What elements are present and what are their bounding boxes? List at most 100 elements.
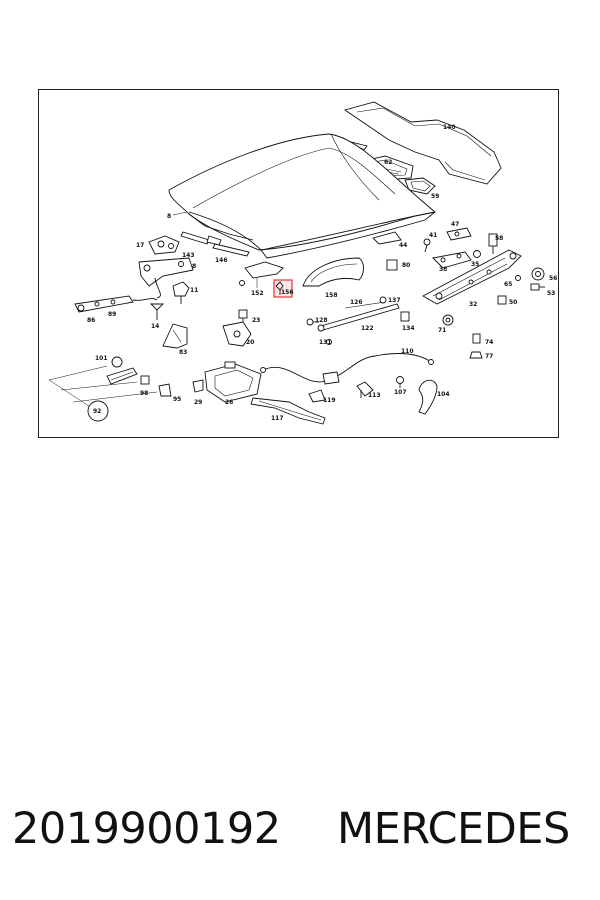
callout-143: 143 (182, 252, 195, 259)
exploded-view-drawing: 140 59 62 59 8 (48, 101, 557, 425)
callout-50: 50 (509, 299, 517, 306)
tray-part-26 (204, 361, 262, 403)
clip-part-156-highlighted (273, 279, 293, 298)
assembly-circle-92 (87, 400, 109, 422)
callout-158: 158 (325, 292, 338, 299)
callout-58: 58 (495, 235, 503, 242)
callout-14: 14 (151, 323, 159, 330)
callout-131: 131 (319, 339, 332, 346)
callout-89: 89 (108, 311, 116, 318)
nut-part-134 (400, 311, 410, 322)
callout-156: 156 (281, 289, 294, 296)
bracket-part-83 (162, 323, 188, 349)
bushing-part-98 (140, 375, 150, 385)
bolt-part-11 (172, 281, 190, 304)
release-handle-part-104 (418, 379, 438, 415)
callout-86: 86 (87, 317, 95, 324)
rod-part-126 (344, 301, 386, 309)
support-part-152 (244, 261, 284, 288)
callout-74: 74 (485, 339, 493, 346)
part-caption: 2019900192 MERCEDES (0, 796, 600, 866)
callout-128: 128 (315, 317, 328, 324)
callout-77: 77 (485, 353, 493, 360)
callout-26: 26 (225, 399, 233, 406)
callout-53: 53 (547, 290, 555, 297)
clip-part-74 (472, 333, 481, 344)
nut-part-35 (473, 250, 481, 258)
washer-near-152 (239, 280, 245, 286)
callout-35: 35 (471, 261, 479, 268)
lever-part-44 (372, 231, 402, 245)
callout-23: 23 (252, 317, 260, 324)
screw-part-53 (530, 283, 545, 291)
callout-107: 107 (394, 389, 407, 396)
bracket-part-47 (446, 227, 472, 241)
callout-146: 146 (215, 257, 228, 264)
callout-119: 119 (323, 397, 336, 404)
bolt-part-128 (306, 318, 319, 326)
hood-hinge-part-8 (138, 257, 194, 299)
callout-17: 17 (136, 242, 144, 249)
bracket-part-38 (432, 251, 472, 269)
callout-32: 32 (469, 301, 477, 308)
cable-guide-part-117 (250, 397, 326, 425)
callout-8-hood: 8 (167, 213, 171, 220)
callout-101: 101 (95, 355, 108, 362)
grommet-part-119 (308, 389, 326, 403)
bolt-part-131 (326, 339, 332, 345)
clip-part-29 (192, 379, 204, 393)
release-cable-part-86 (74, 295, 158, 313)
callout-152: 152 (251, 290, 264, 297)
clip-part-41 (423, 238, 431, 253)
callout-92: 92 (93, 408, 101, 415)
seal-strip-part-143 (180, 231, 222, 246)
callout-137: 137 (388, 297, 401, 304)
callout-56: 56 (549, 275, 557, 282)
spacer-part-50 (497, 295, 507, 305)
cap-part-95 (158, 383, 172, 397)
callout-47: 47 (451, 221, 459, 228)
brand-name: MERCEDES (337, 804, 570, 854)
bolt-part-58 (488, 233, 498, 254)
callout-122: 122 (361, 325, 374, 332)
grommet-part-71 (442, 314, 454, 326)
vent-grille-part-59-right (404, 177, 436, 195)
parts-diagram: 140 59 62 59 8 (38, 89, 559, 438)
callout-65: 65 (504, 281, 512, 288)
callout-110: 110 (401, 348, 414, 355)
callout-11: 11 (190, 287, 198, 294)
insulation-part-158 (302, 257, 364, 287)
clip-part-113 (356, 381, 374, 398)
callout-29: 29 (194, 399, 202, 406)
callout-20: 20 (246, 339, 254, 346)
callout-117: 117 (271, 415, 284, 422)
callout-83: 83 (179, 349, 187, 356)
screw-part-14 (149, 303, 165, 320)
ring-part-65 (515, 275, 521, 281)
callout-104: 104 (437, 391, 450, 398)
clip-part-107 (396, 376, 404, 388)
callout-113: 113 (368, 392, 381, 399)
release-handle-part-101 (106, 356, 138, 385)
callout-62: 62 (384, 159, 392, 166)
callout-8-hinge: 8 (192, 263, 196, 270)
callout-134: 134 (402, 325, 415, 332)
pin-part-89 (110, 299, 116, 305)
hinge-bracket-part-17 (148, 235, 180, 255)
callout-140: 140 (443, 124, 456, 131)
hood-panel (168, 133, 437, 259)
callout-80: 80 (402, 262, 410, 269)
gas-strut-part-122 (317, 303, 400, 332)
latch-rail-part-32 (422, 249, 522, 305)
release-cable-part-110 (260, 353, 434, 385)
callout-126: 126 (350, 299, 363, 306)
nut-part-77 (469, 351, 483, 359)
callout-71: 71 (438, 327, 446, 334)
grommet-part-56 (531, 267, 545, 281)
ball-joint-part-137 (379, 296, 387, 304)
callout-95: 95 (173, 396, 181, 403)
cowl-panel-part-140 (343, 101, 502, 185)
hood-latch-part-20 (222, 321, 252, 347)
callout-41: 41 (429, 232, 437, 239)
callout-38: 38 (439, 266, 447, 273)
